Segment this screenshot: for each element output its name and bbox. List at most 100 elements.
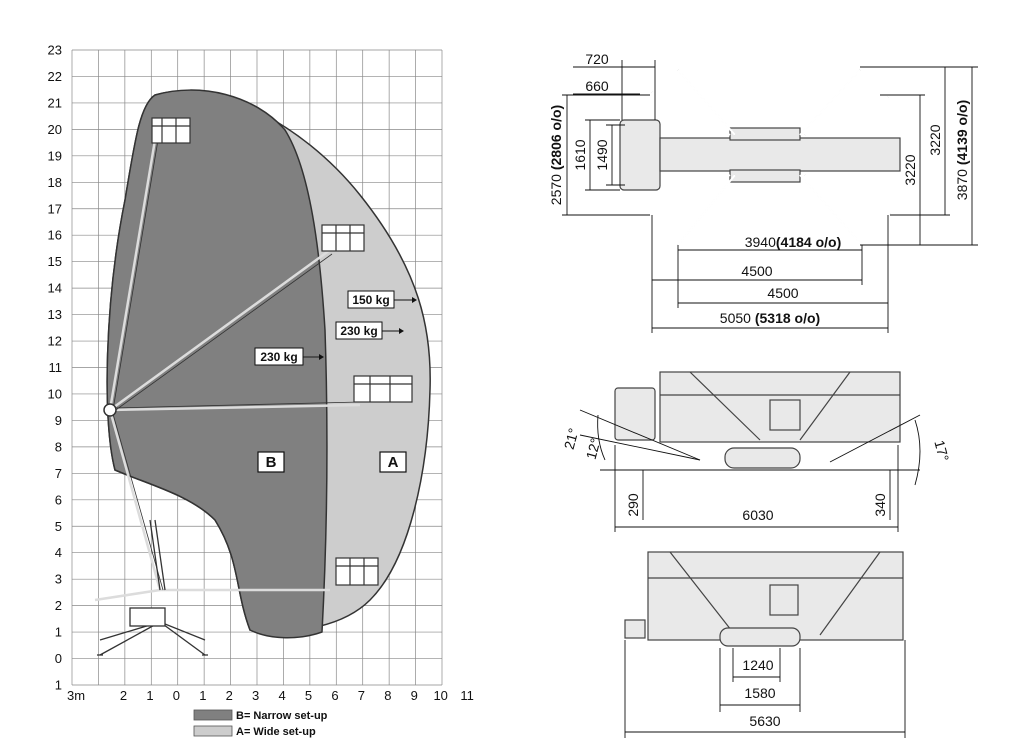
top-view-chassis [659, 137, 901, 172]
y-tick-label: 21 [48, 95, 62, 110]
y-tick-label: 8 [55, 439, 62, 454]
x-tick-label: 10 [433, 688, 447, 703]
dim-5630: 5630 [749, 713, 780, 729]
angle-17: 17° [931, 438, 952, 463]
svg-text:B: B [266, 454, 277, 471]
svg-text:5050 (5318 o/o): 5050 (5318 o/o) [720, 310, 820, 326]
x-tick-label: 6 [331, 688, 338, 703]
y-tick-label: 6 [55, 492, 62, 507]
x-tick-label: 3m [67, 688, 85, 703]
dim-660: 660 [585, 78, 609, 94]
legend-narrow-swatch [193, 709, 233, 721]
y-tick-label: 14 [48, 281, 62, 296]
x-tick-label: 2 [226, 688, 233, 703]
dim-3940-oo: (4184 o/o) [776, 234, 841, 250]
dim-290: 290 [625, 493, 641, 517]
dim-1610: 1610 [572, 139, 588, 170]
boom-outline [112, 139, 361, 591]
legend-narrow-label: B= Narrow set-up [236, 710, 328, 722]
x-tick-label: 8 [384, 688, 391, 703]
y-tick-label: 19 [48, 148, 62, 163]
x-tick-label: 5 [305, 688, 312, 703]
dim-2570-oo: (2806 o/o) [548, 105, 564, 170]
y-tick-label: 17 [48, 201, 62, 216]
y-tick-label: 1 [55, 678, 62, 693]
x-tick-label: 1 [199, 688, 206, 703]
basket-middle [353, 375, 413, 403]
dim-5050-oo: (5318 o/o) [755, 310, 820, 326]
y-tick-label: 13 [48, 307, 62, 322]
svg-text:2570 (2806 o/o): 2570 (2806 o/o) [548, 105, 564, 205]
y-tick-label: 5 [55, 519, 62, 534]
side-view-drawing: 21° 12° 17° 6030 290 340 [561, 371, 952, 532]
svg-text:A: A [388, 454, 399, 471]
y-tick-label: 2 [55, 598, 62, 613]
basket-low [335, 557, 379, 586]
x-tick-label: 0 [173, 688, 180, 703]
track-view-track [719, 627, 801, 647]
angle-21: 21° [561, 426, 582, 451]
y-tick-label: 0 [55, 651, 62, 666]
dim-5050: 5050 [720, 310, 751, 326]
narrow-setup-envelope [106, 89, 328, 639]
angle-12: 12° [583, 436, 604, 461]
y-tick-label: 12 [48, 334, 62, 349]
side-view-track [724, 447, 801, 469]
dim-1490: 1490 [594, 139, 610, 170]
dim-3870-oo: (4139 o/o) [954, 100, 970, 165]
boom-positions [94, 139, 361, 602]
svg-text:3870 (4139 o/o): 3870 (4139 o/o) [954, 100, 970, 200]
y-tick-label: 22 [48, 69, 62, 84]
dim-340: 340 [872, 493, 888, 517]
load-label-150: 150 kg [347, 290, 417, 309]
track-view-drawing: 1240 1580 5630 [624, 551, 906, 738]
y-tick-label: 11 [49, 360, 63, 375]
y-tick-label: 4 [55, 545, 62, 560]
x-tick-label: 2 [120, 688, 127, 703]
svg-text:150 kg: 150 kg [352, 293, 389, 307]
y-tick-label: 23 [48, 43, 62, 58]
basket-upper-right [321, 224, 365, 252]
dim-4500-b: 4500 [767, 285, 798, 301]
legend-wide-swatch [193, 725, 233, 737]
load-label-230-wide: 230 kg [335, 321, 404, 340]
dim-4500-a: 4500 [741, 263, 772, 279]
load-label-230-narrow: 230 kg [254, 347, 324, 366]
dim-720: 720 [585, 51, 609, 67]
svg-text:3940(4184 o/o): 3940(4184 o/o) [745, 234, 842, 250]
svg-text:230 kg: 230 kg [340, 324, 377, 338]
y-tick-label: 3 [55, 572, 62, 587]
y-tick-label: 15 [48, 254, 62, 269]
legend: B= Narrow set-up A= Wide set-up [193, 709, 328, 738]
machine-base [97, 519, 208, 656]
side-view-basket [614, 387, 656, 441]
y-tick-label: 1 [55, 625, 62, 640]
x-tick-label: 4 [278, 688, 285, 703]
svg-text:230 kg: 230 kg [260, 350, 297, 364]
top-view-basket [619, 119, 661, 191]
x-tick-label: 3 [252, 688, 259, 703]
legend-wide-label: A= Wide set-up [236, 726, 316, 738]
dim-3940: 3940 [745, 234, 776, 250]
y-tick-label: 9 [55, 413, 62, 428]
boom-pivot [103, 403, 117, 417]
dim-6030: 6030 [742, 507, 773, 523]
x-tick-label: 11 [460, 688, 474, 703]
y-tick-label: 7 [55, 466, 62, 481]
y-tick-label: 20 [48, 122, 62, 137]
dim-2570: 2570 [548, 174, 564, 205]
zone-b-label: B [257, 451, 285, 473]
zone-a-label: A [379, 451, 407, 473]
track-view-basket [624, 619, 646, 639]
dim-3220-a: 3220 [902, 154, 918, 185]
basket-top [151, 117, 191, 144]
y-tick-label: 10 [48, 386, 62, 401]
top-view-drawing: 720 660 2570 (2806 o/o) 1610 1490 3220 [548, 51, 978, 333]
dim-3870: 3870 [954, 169, 970, 200]
x-tick-label: 9 [411, 688, 418, 703]
y-tick-label: 16 [48, 228, 62, 243]
dim-1580: 1580 [744, 685, 775, 701]
